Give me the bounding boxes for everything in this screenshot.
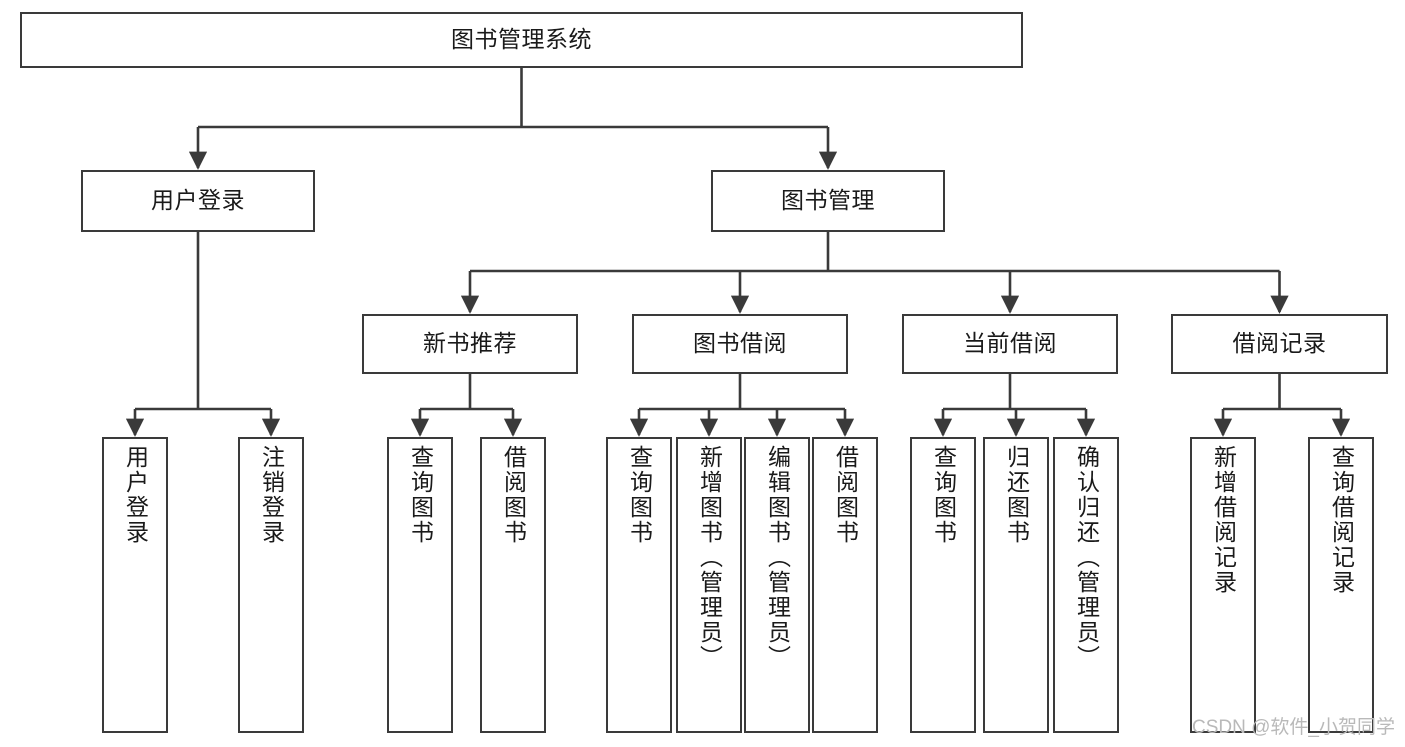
node-label: 用户登录: [122, 445, 149, 545]
node-leaf-query-record[interactable]: 查询借阅记录: [1308, 437, 1374, 733]
node-leaf-query-book-1[interactable]: 查询图书: [387, 437, 453, 733]
node-leaf-query-book-3[interactable]: 查询图书: [910, 437, 976, 733]
node-label: 图书管理系统: [451, 26, 592, 53]
node-leaf-borrow-book-2[interactable]: 借阅图书: [812, 437, 878, 733]
node-leaf-query-book-2[interactable]: 查询图书: [606, 437, 672, 733]
node-leaf-edit-book[interactable]: 编辑图书（管理员）: [744, 437, 810, 733]
node-book-manage[interactable]: 图书管理: [711, 170, 945, 232]
node-leaf-logout[interactable]: 注销登录: [238, 437, 304, 733]
node-current-borrow[interactable]: 当前借阅: [902, 314, 1118, 374]
node-label: 注销登录: [258, 445, 285, 545]
node-label: 用户登录: [151, 187, 245, 214]
node-leaf-borrow-book-1[interactable]: 借阅图书: [480, 437, 546, 733]
node-label: 查询图书: [626, 445, 653, 545]
node-label: 借阅记录: [1232, 330, 1327, 357]
node-label: 图书借阅: [693, 330, 787, 357]
node-leaf-confirm-return[interactable]: 确认归还（管理员）: [1053, 437, 1119, 733]
node-label: 新书推荐: [423, 330, 517, 357]
node-leaf-return-book[interactable]: 归还图书: [983, 437, 1049, 733]
node-label: 查询图书: [407, 445, 434, 545]
node-label: 新增借阅记录: [1210, 445, 1237, 595]
node-label: 借阅图书: [832, 445, 859, 545]
node-new-book-recommend[interactable]: 新书推荐: [362, 314, 578, 374]
node-leaf-add-book[interactable]: 新增图书（管理员）: [676, 437, 742, 733]
node-book-borrow[interactable]: 图书借阅: [632, 314, 848, 374]
node-label: 借阅图书: [500, 445, 527, 545]
node-borrow-records[interactable]: 借阅记录: [1171, 314, 1388, 374]
node-label: 查询图书: [930, 445, 957, 545]
node-root[interactable]: 图书管理系统: [20, 12, 1023, 68]
node-label: 归还图书: [1003, 445, 1030, 545]
watermark: CSDN @软件_小贺同学: [1192, 717, 1395, 738]
node-label: 编辑图书（管理员）: [764, 445, 791, 670]
node-leaf-add-record[interactable]: 新增借阅记录: [1190, 437, 1256, 733]
node-leaf-user-login[interactable]: 用户登录: [102, 437, 168, 733]
node-label: 图书管理: [781, 187, 875, 214]
node-label: 查询借阅记录: [1328, 445, 1355, 595]
node-user-login[interactable]: 用户登录: [81, 170, 315, 232]
node-label: 当前借阅: [963, 330, 1057, 357]
node-label: 确认归还（管理员）: [1073, 445, 1100, 670]
node-label: 新增图书（管理员）: [696, 445, 723, 670]
